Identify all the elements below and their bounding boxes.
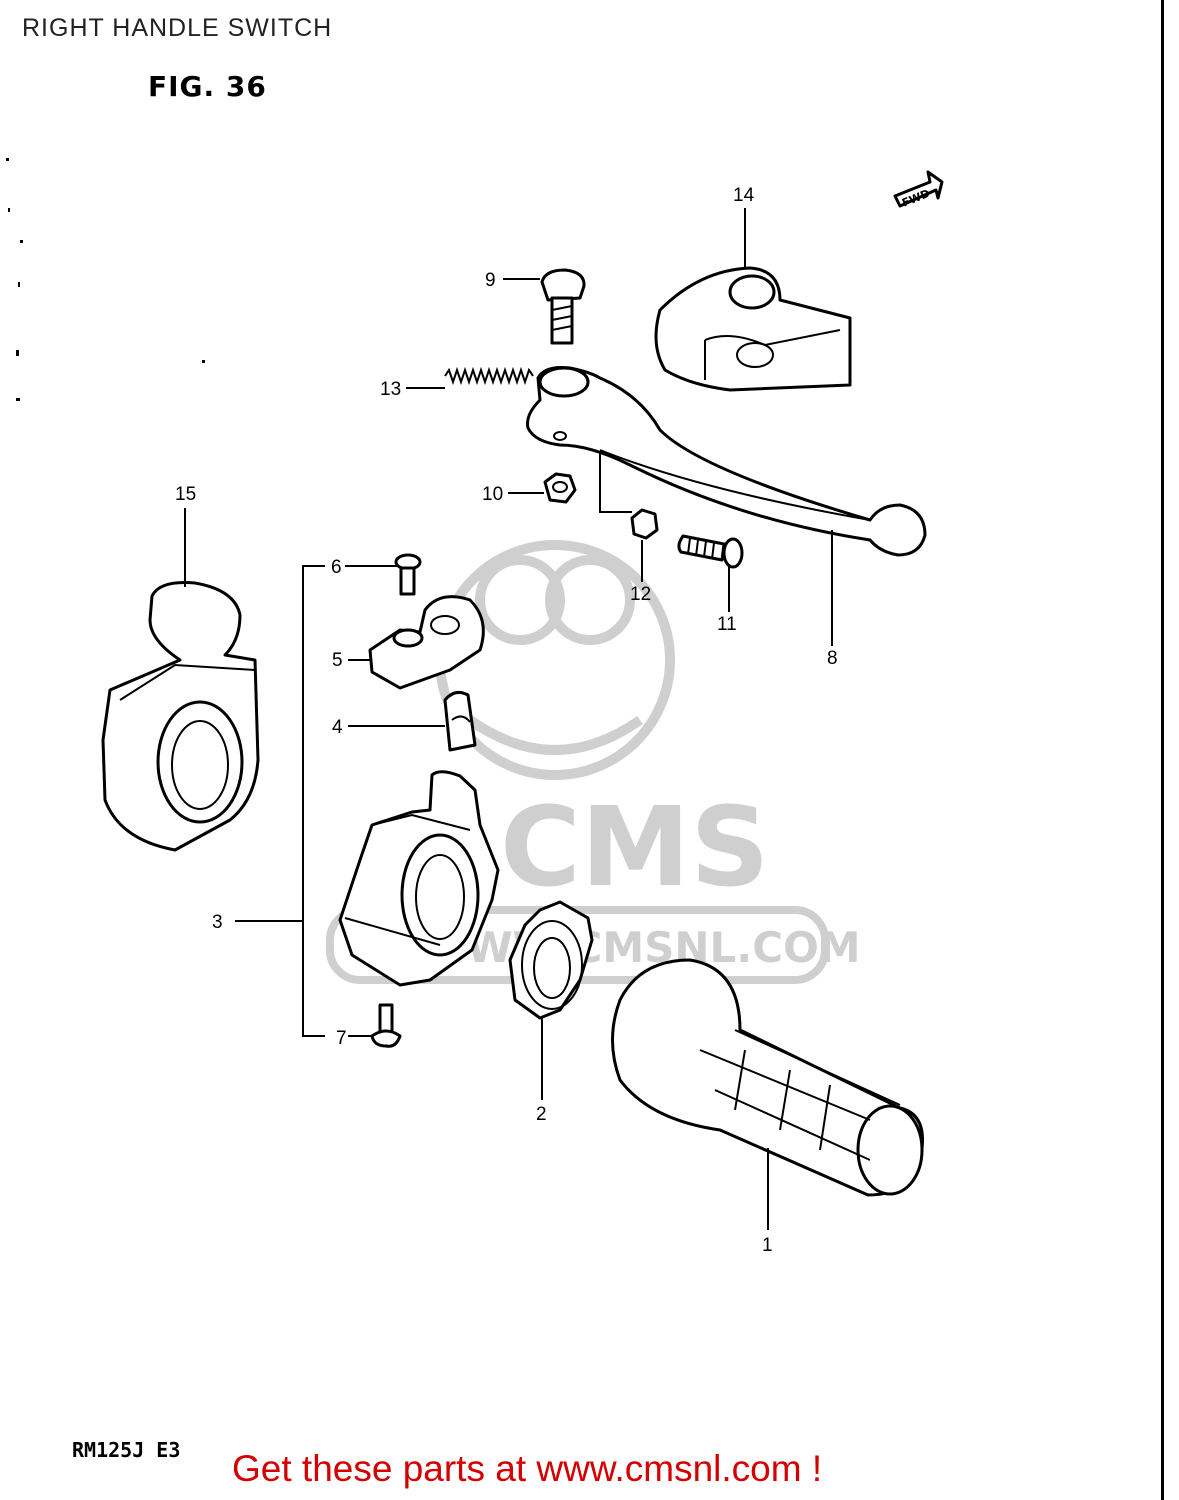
part-5-clamp <box>368 595 485 690</box>
scan-marks <box>6 158 205 401</box>
part-14-lever-cover <box>654 266 852 392</box>
callout-13: 13 <box>380 379 401 400</box>
callout-15: 15 <box>175 484 196 505</box>
figure-label: FIG. 36 <box>148 70 267 103</box>
part-8-lever <box>526 366 927 557</box>
callout-10: 10 <box>482 484 503 505</box>
page-title: RIGHT HANDLE SWITCH <box>22 14 333 42</box>
watermark-brand: CMS <box>500 783 769 911</box>
part-10-nut <box>543 472 577 504</box>
page-border <box>1161 0 1164 1500</box>
part-15-switch-cover <box>101 581 260 852</box>
callout-9: 9 <box>485 270 496 291</box>
callout-12: 12 <box>630 584 651 605</box>
callout-4: 4 <box>332 717 343 738</box>
callout-8: 8 <box>827 648 838 669</box>
watermark-logo: CMS WWW.CMSNL.COM <box>326 540 861 984</box>
leader-lines <box>184 208 833 1230</box>
part-3-switch-housing <box>338 770 500 987</box>
part-2-throttle-ring <box>508 900 594 1020</box>
callout-labels: 1 2 3 4 5 6 7 8 9 10 11 12 13 14 15 <box>175 185 838 1256</box>
part-7-screw <box>370 1003 402 1048</box>
callout-14: 14 <box>733 185 755 206</box>
fwd-arrow-icon: FWD <box>893 170 944 210</box>
callout-6: 6 <box>331 557 342 578</box>
part-4-clip <box>443 690 477 752</box>
part-6-screw <box>394 553 422 596</box>
watermark-url: WWW.CMSNL.COM <box>420 923 861 972</box>
callout-11: 11 <box>717 614 737 635</box>
callout-1: 1 <box>762 1235 773 1256</box>
model-code: RM125J E3 <box>72 1438 181 1462</box>
part-1-grip <box>611 958 924 1197</box>
part-12-nut <box>630 508 659 540</box>
part-11-screw <box>677 534 744 569</box>
part-13-spring <box>444 366 534 386</box>
callout-3: 3 <box>212 912 223 933</box>
fwd-label: FWD <box>900 187 932 210</box>
callout-5: 5 <box>332 650 343 671</box>
callout-7: 7 <box>336 1028 347 1049</box>
part-9-pivot-bolt <box>540 268 586 345</box>
footer-link[interactable]: Get these parts at www.cmsnl.com ! <box>232 1448 823 1489</box>
callout-2: 2 <box>536 1104 547 1125</box>
